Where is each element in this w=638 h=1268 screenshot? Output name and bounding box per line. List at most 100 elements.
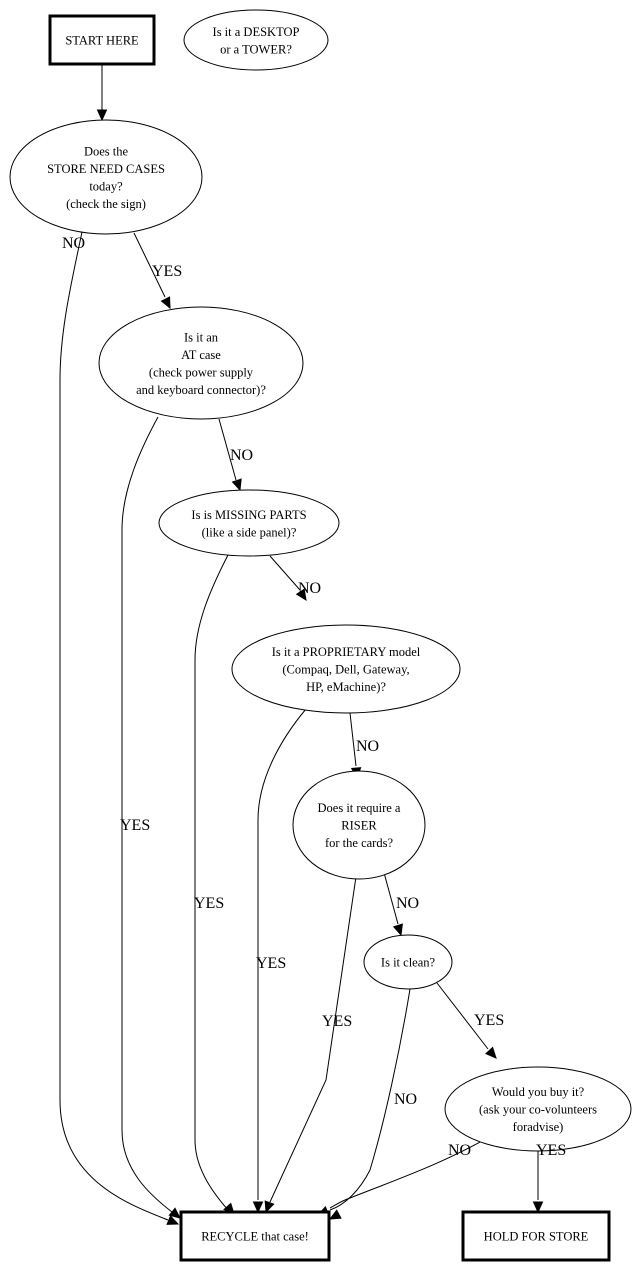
edge-line (349, 712, 357, 767)
edge-riser-to-clean (382, 868, 403, 937)
edge-line (329, 1135, 492, 1209)
arrow-head-icon (252, 1201, 264, 1214)
node-text-line: (check the sign) (66, 197, 146, 211)
node-text-line: (ask your co-volunteers (479, 1103, 597, 1117)
edge-line (218, 418, 237, 481)
edge-label-yes: YES (322, 1013, 352, 1030)
edge-label-no: NO (394, 1091, 417, 1108)
node-missing: Is is MISSING PARTS (like a side panel)? (158, 489, 340, 557)
edge-label-no: NO (396, 895, 419, 912)
edge-line (257, 708, 307, 1200)
edge-buy-to-recycle (328, 1135, 492, 1220)
edge-label-no: NO (448, 1142, 471, 1159)
nodes-layer: START HERE Is it a DESKTOP or a TOWER? Does… (9, 9, 632, 1262)
node-hold: HOLD FOR STORE (461, 1210, 611, 1262)
node-text-line: HOLD FOR STORE (484, 1230, 589, 1244)
edge-need-to-recycle (59, 231, 180, 1225)
node-ellipse (183, 9, 329, 71)
edge-label-yes: YES (152, 263, 182, 280)
edge-label-yes: YES (194, 895, 224, 912)
edge-line (382, 868, 399, 925)
edge-start-to-need (96, 64, 108, 122)
node-ellipse (231, 624, 461, 714)
edge-label-no: NO (230, 447, 253, 464)
edge-line (269, 869, 358, 1203)
node-ellipse (444, 1066, 632, 1152)
node-text-line: STORE NEED CASES (47, 162, 165, 176)
node-text-line: (Compaq, Dell, Gateway, (282, 663, 409, 677)
arrow-head-icon (392, 923, 403, 937)
edge-label-no: NO (298, 580, 321, 597)
arrow-head-icon (295, 588, 307, 602)
edge-missing-to-recycle (194, 554, 235, 1215)
edge-line (59, 231, 169, 1221)
node-text-line: Is it a DESKTOP (213, 25, 300, 39)
node-text-line: (like a side panel)? (202, 525, 297, 539)
node-text-line: Does the (84, 144, 129, 158)
edge-line (121, 416, 173, 1213)
node-clean: Is it clean? (363, 934, 453, 990)
node-text-line: Does it require a (318, 801, 401, 815)
node-recycle: RECYCLE that case! (179, 1210, 331, 1262)
arrow-head-icon (231, 478, 242, 492)
node-text-line: Is it an (184, 330, 219, 344)
node-ellipse (98, 306, 304, 420)
node-box (461, 1210, 611, 1262)
edge-label-no: NO (62, 235, 85, 252)
node-at: Is it an AT case (check power supply and ke… (98, 306, 304, 420)
edge-buy-to-hold (532, 1151, 544, 1214)
edge-label-yes: YES (474, 1012, 504, 1029)
node-text-line: Is it clean? (381, 956, 436, 970)
node-desktop: Is it a DESKTOP or a TOWER? (183, 9, 329, 71)
node-text-line: Is is MISSING PARTS (191, 508, 306, 522)
arrow-head-icon (532, 1201, 544, 1214)
edge-line (269, 555, 301, 591)
node-ellipse (158, 489, 340, 557)
arrow-head-icon (168, 1207, 181, 1219)
node-box (179, 1210, 331, 1262)
edge-need-to-at (133, 232, 171, 310)
node-text-line: for the cards? (325, 836, 393, 850)
edge-line (133, 232, 166, 298)
node-ellipse (9, 119, 203, 235)
node-text-line: today? (89, 179, 123, 193)
edges-layer (59, 64, 544, 1225)
node-text-line: (check power supply (149, 365, 254, 379)
edge-at-to-missing (218, 418, 242, 492)
node-text-line: Would you buy it? (492, 1085, 585, 1099)
node-text-line: AT case (181, 348, 221, 362)
edge-label-yes: YES (256, 955, 286, 972)
edge-line (194, 554, 229, 1211)
arrow-head-icon (166, 1215, 180, 1225)
node-text-line: RECYCLE that case! (201, 1230, 309, 1244)
arrow-head-icon (264, 1200, 275, 1214)
node-riser: Does it require a RISER for the cards? (292, 770, 426, 880)
edge-label-yes: YES (536, 1142, 566, 1159)
edge-labels-layer: NO YES YES NO YES NO YES NO YES NO NO YES NO YES (62, 235, 566, 1159)
node-text-line: foradvise) (513, 1120, 564, 1134)
edge-label-no: NO (356, 738, 379, 755)
node-prop: Is it a PROPRIETARY model (Compaq, Dell, … (231, 624, 461, 714)
node-text-line: HP, eMachine)? (306, 680, 386, 694)
arrow-head-icon (485, 1046, 497, 1059)
node-text-line: START HERE (65, 34, 139, 48)
edge-clean-to-buy (436, 982, 497, 1059)
node-buy: Would you buy it? (ask your co-volunteers… (444, 1066, 632, 1152)
edge-missing-to-prop (269, 555, 307, 602)
edge-label-yes: YES (120, 817, 150, 834)
node-text-line: Is it a PROPRIETARY model (272, 645, 421, 659)
node-text-line: RISER (341, 819, 377, 833)
node-ellipse (363, 934, 453, 990)
arrow-head-icon (160, 296, 171, 310)
node-text-line: and keyboard connector)? (136, 383, 266, 397)
edge-at-to-recycle (121, 416, 181, 1219)
edge-line (436, 982, 489, 1050)
edge-riser-to-recycle (264, 869, 358, 1214)
arrow-head-icon (96, 109, 108, 122)
edge-prop-to-recycle (252, 708, 307, 1214)
node-ellipse (292, 770, 426, 880)
node-box (48, 14, 156, 66)
arrow-head-icon (328, 1209, 342, 1220)
node-text-line: or a TOWER? (220, 42, 292, 56)
